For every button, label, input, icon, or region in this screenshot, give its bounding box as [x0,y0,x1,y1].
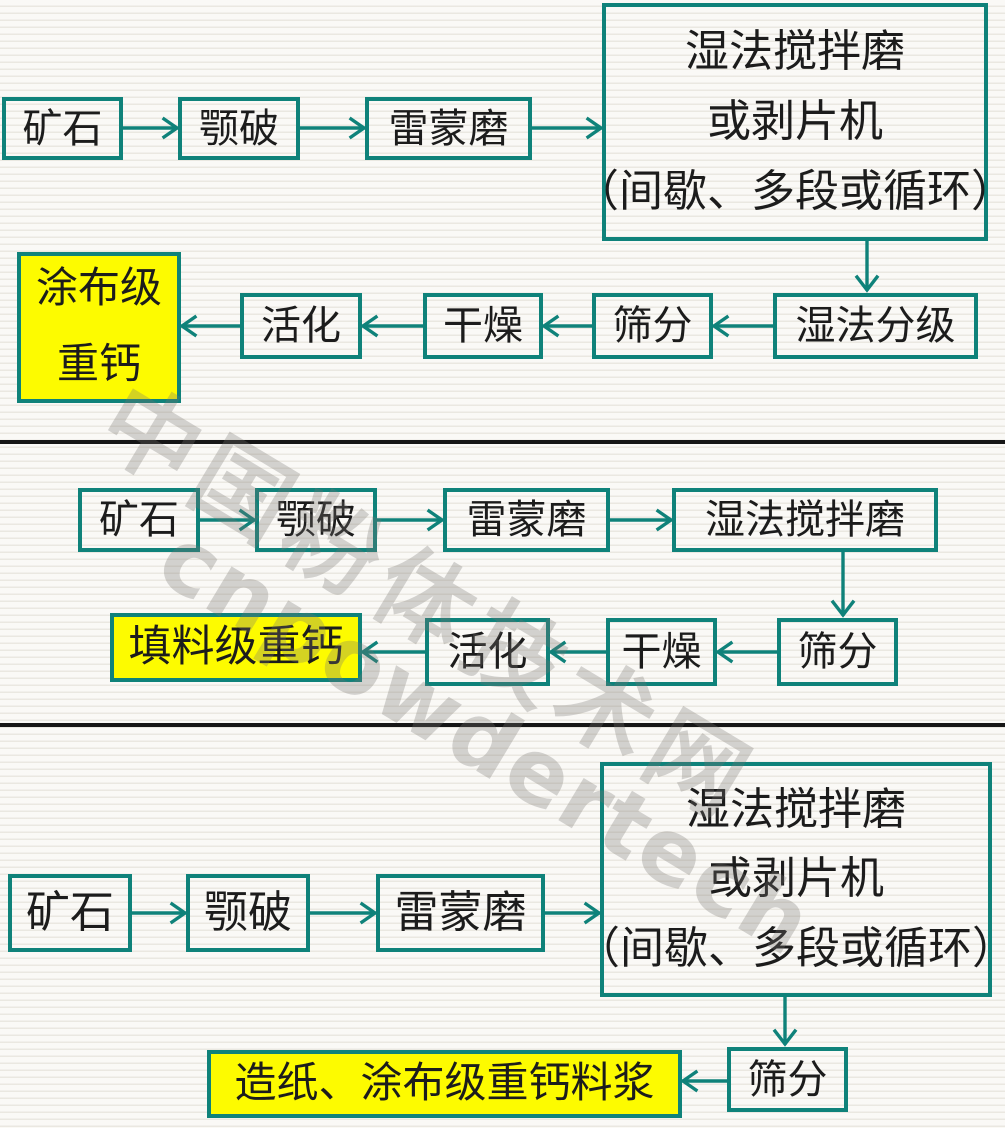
flow1-arrow-sieving-to-drying-icon [541,314,596,338]
flow1-box-raymond-mill: 雷蒙磨 [365,97,532,160]
flow3-box-jaw-crusher: 颚破 [186,874,310,952]
flow2-box-raymond-mill: 雷蒙磨 [443,488,610,552]
flow3-box-sieving: 筛分 [727,1047,848,1112]
section-divider-2 [0,723,1005,727]
flow1-arrow-jaw-to-raymond-icon [296,116,367,140]
flow3-wet-mill-line2: 或剥片机 [708,854,884,904]
flow2-box-jaw-crusher: 颚破 [255,488,377,552]
flow1-product-line2: 重钙 [56,341,141,388]
flow1-arrow-ore-to-jaw-icon [119,116,180,140]
flow3-box-product-paper-coating-slurry: 造纸、涂布级重钙料浆 [207,1050,682,1118]
section-divider-1 [0,440,1005,444]
flow2-box-wet-mill: 湿法搅拌磨 [672,488,938,552]
flow1-box-ore: 矿石 [2,97,123,160]
flow2-box-sieving: 筛分 [777,618,898,686]
flow1-box-activation: 活化 [240,293,362,359]
flow3-arrow-sieving-to-product-icon [680,1069,731,1093]
flow3-wet-mill-line3: （间歇、多段或循环） [576,923,1005,973]
flow2-box-ore: 矿石 [78,488,200,552]
flow1-product-line1: 涂布级 [35,265,162,312]
flow3-box-wet-mill: 湿法搅拌磨 或剥片机 （间歇、多段或循环） [576,762,1005,997]
flow1-arrow-wetmill-down-icon [854,239,880,293]
flow1-box-jaw-crusher: 颚破 [178,97,300,160]
flow3-box-ore: 矿石 [8,874,132,952]
flow1-box-drying: 干燥 [423,293,543,359]
flow2-arrow-activation-to-product-icon [360,640,429,664]
flow2-arrow-wetmill-down-icon [830,550,856,618]
flow1-wet-mill-line2: 或剥片机 [707,96,883,146]
flow1-wet-mill-line1: 湿法搅拌磨 [685,26,905,76]
flow1-arrow-activation-to-product-icon [179,314,244,338]
flow3-arrow-wetmill-down-icon [772,995,798,1047]
flow3-wet-mill-line1: 湿法搅拌磨 [686,784,906,834]
flow2-box-product-filler-grade: 填料级重钙 [110,613,362,682]
flow1-arrow-raymond-to-wetmill-icon [528,116,604,140]
flow2-box-activation: 活化 [425,618,550,686]
flow3-arrow-jaw-to-raymond-icon [306,901,378,925]
flow2-arrow-sieving-to-drying-icon [715,640,781,664]
flow1-wet-mill-line3: （间歇、多段或循环） [575,166,1005,216]
flow3-box-raymond-mill: 雷蒙磨 [376,874,545,952]
flow2-arrow-jaw-to-raymond-icon [373,508,445,532]
flow2-arrow-raymond-to-wetmill-icon [606,508,674,532]
flow1-arrow-drying-to-activation-icon [360,314,427,338]
flow1-box-wet-classification: 湿法分级 [773,293,978,359]
flow2-arrow-ore-to-jaw-icon [196,508,257,532]
flow1-box-sieving: 筛分 [592,293,713,359]
flow3-arrow-ore-to-jaw-icon [128,901,188,925]
flow2-box-drying: 干燥 [606,618,717,686]
flow1-arrow-classification-to-sieving-icon [711,314,777,338]
flow1-box-product-coating-grade: 涂布级 重钙 [17,252,181,403]
flow3-arrow-raymond-to-wetmill-icon [541,901,602,925]
flow1-box-wet-mill: 湿法搅拌磨 或剥片机 （间歇、多段或循环） [575,3,1005,241]
flow2-arrow-drying-to-activation-icon [548,640,610,664]
